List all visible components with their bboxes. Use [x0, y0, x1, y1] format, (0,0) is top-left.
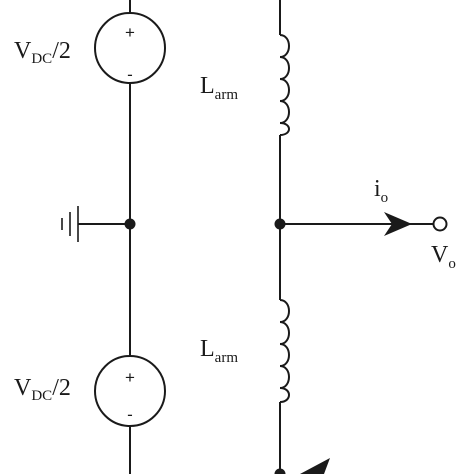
dc-source-bottom-label: VDC/2: [14, 375, 71, 404]
output-voltage-label-sub: o: [448, 256, 456, 272]
dc-source-top-plus: +: [125, 23, 135, 42]
output-terminal: [432, 216, 448, 232]
inductor-bottom-label: Larm: [200, 336, 238, 366]
output-current-label-main: i: [374, 176, 381, 202]
dc-source-top: + -: [94, 12, 166, 84]
dc-source-bottom-plus: +: [125, 368, 135, 387]
inductor-bottom-coil: [279, 299, 290, 403]
inductor-top-label-main: L: [200, 73, 215, 99]
dc-source-top-label-main: V: [14, 38, 32, 64]
dc-source-bottom-label-main: V: [14, 375, 32, 401]
lower-node-partial: [274, 468, 286, 474]
ground-icon: [61, 206, 130, 242]
dc-source-bottom-label-sub: DC: [31, 388, 52, 404]
output-voltage-label: Vo: [431, 242, 456, 272]
inductor-top-label-sub: arm: [215, 87, 239, 103]
dc-source-bottom-label-tail: /2: [52, 375, 71, 401]
output-current-label-sub: o: [381, 190, 389, 206]
inductor-bottom-label-sub: arm: [215, 350, 239, 366]
dc-source-top-label-sub: DC: [31, 51, 52, 67]
output-current-label: io: [374, 176, 388, 206]
dc-midpoint-node: [124, 218, 136, 230]
inductor-top-coil: [279, 34, 290, 136]
lower-arrow-icon-partial: [300, 458, 330, 474]
dc-source-bottom-circle: [94, 355, 166, 427]
dc-source-top-label: VDC/2: [14, 38, 71, 67]
inductor-top-label: Larm: [200, 73, 238, 103]
current-arrow-icon: [384, 212, 412, 236]
inductor-bottom-label-main: L: [200, 336, 215, 362]
dc-source-bottom: + -: [94, 355, 166, 427]
dc-source-top-label-tail: /2: [52, 38, 71, 64]
output-voltage-label-main: V: [431, 242, 449, 268]
dc-source-top-minus: -: [127, 65, 133, 84]
dc-source-bottom-minus: -: [127, 405, 133, 424]
dc-source-top-circle: [94, 12, 166, 84]
